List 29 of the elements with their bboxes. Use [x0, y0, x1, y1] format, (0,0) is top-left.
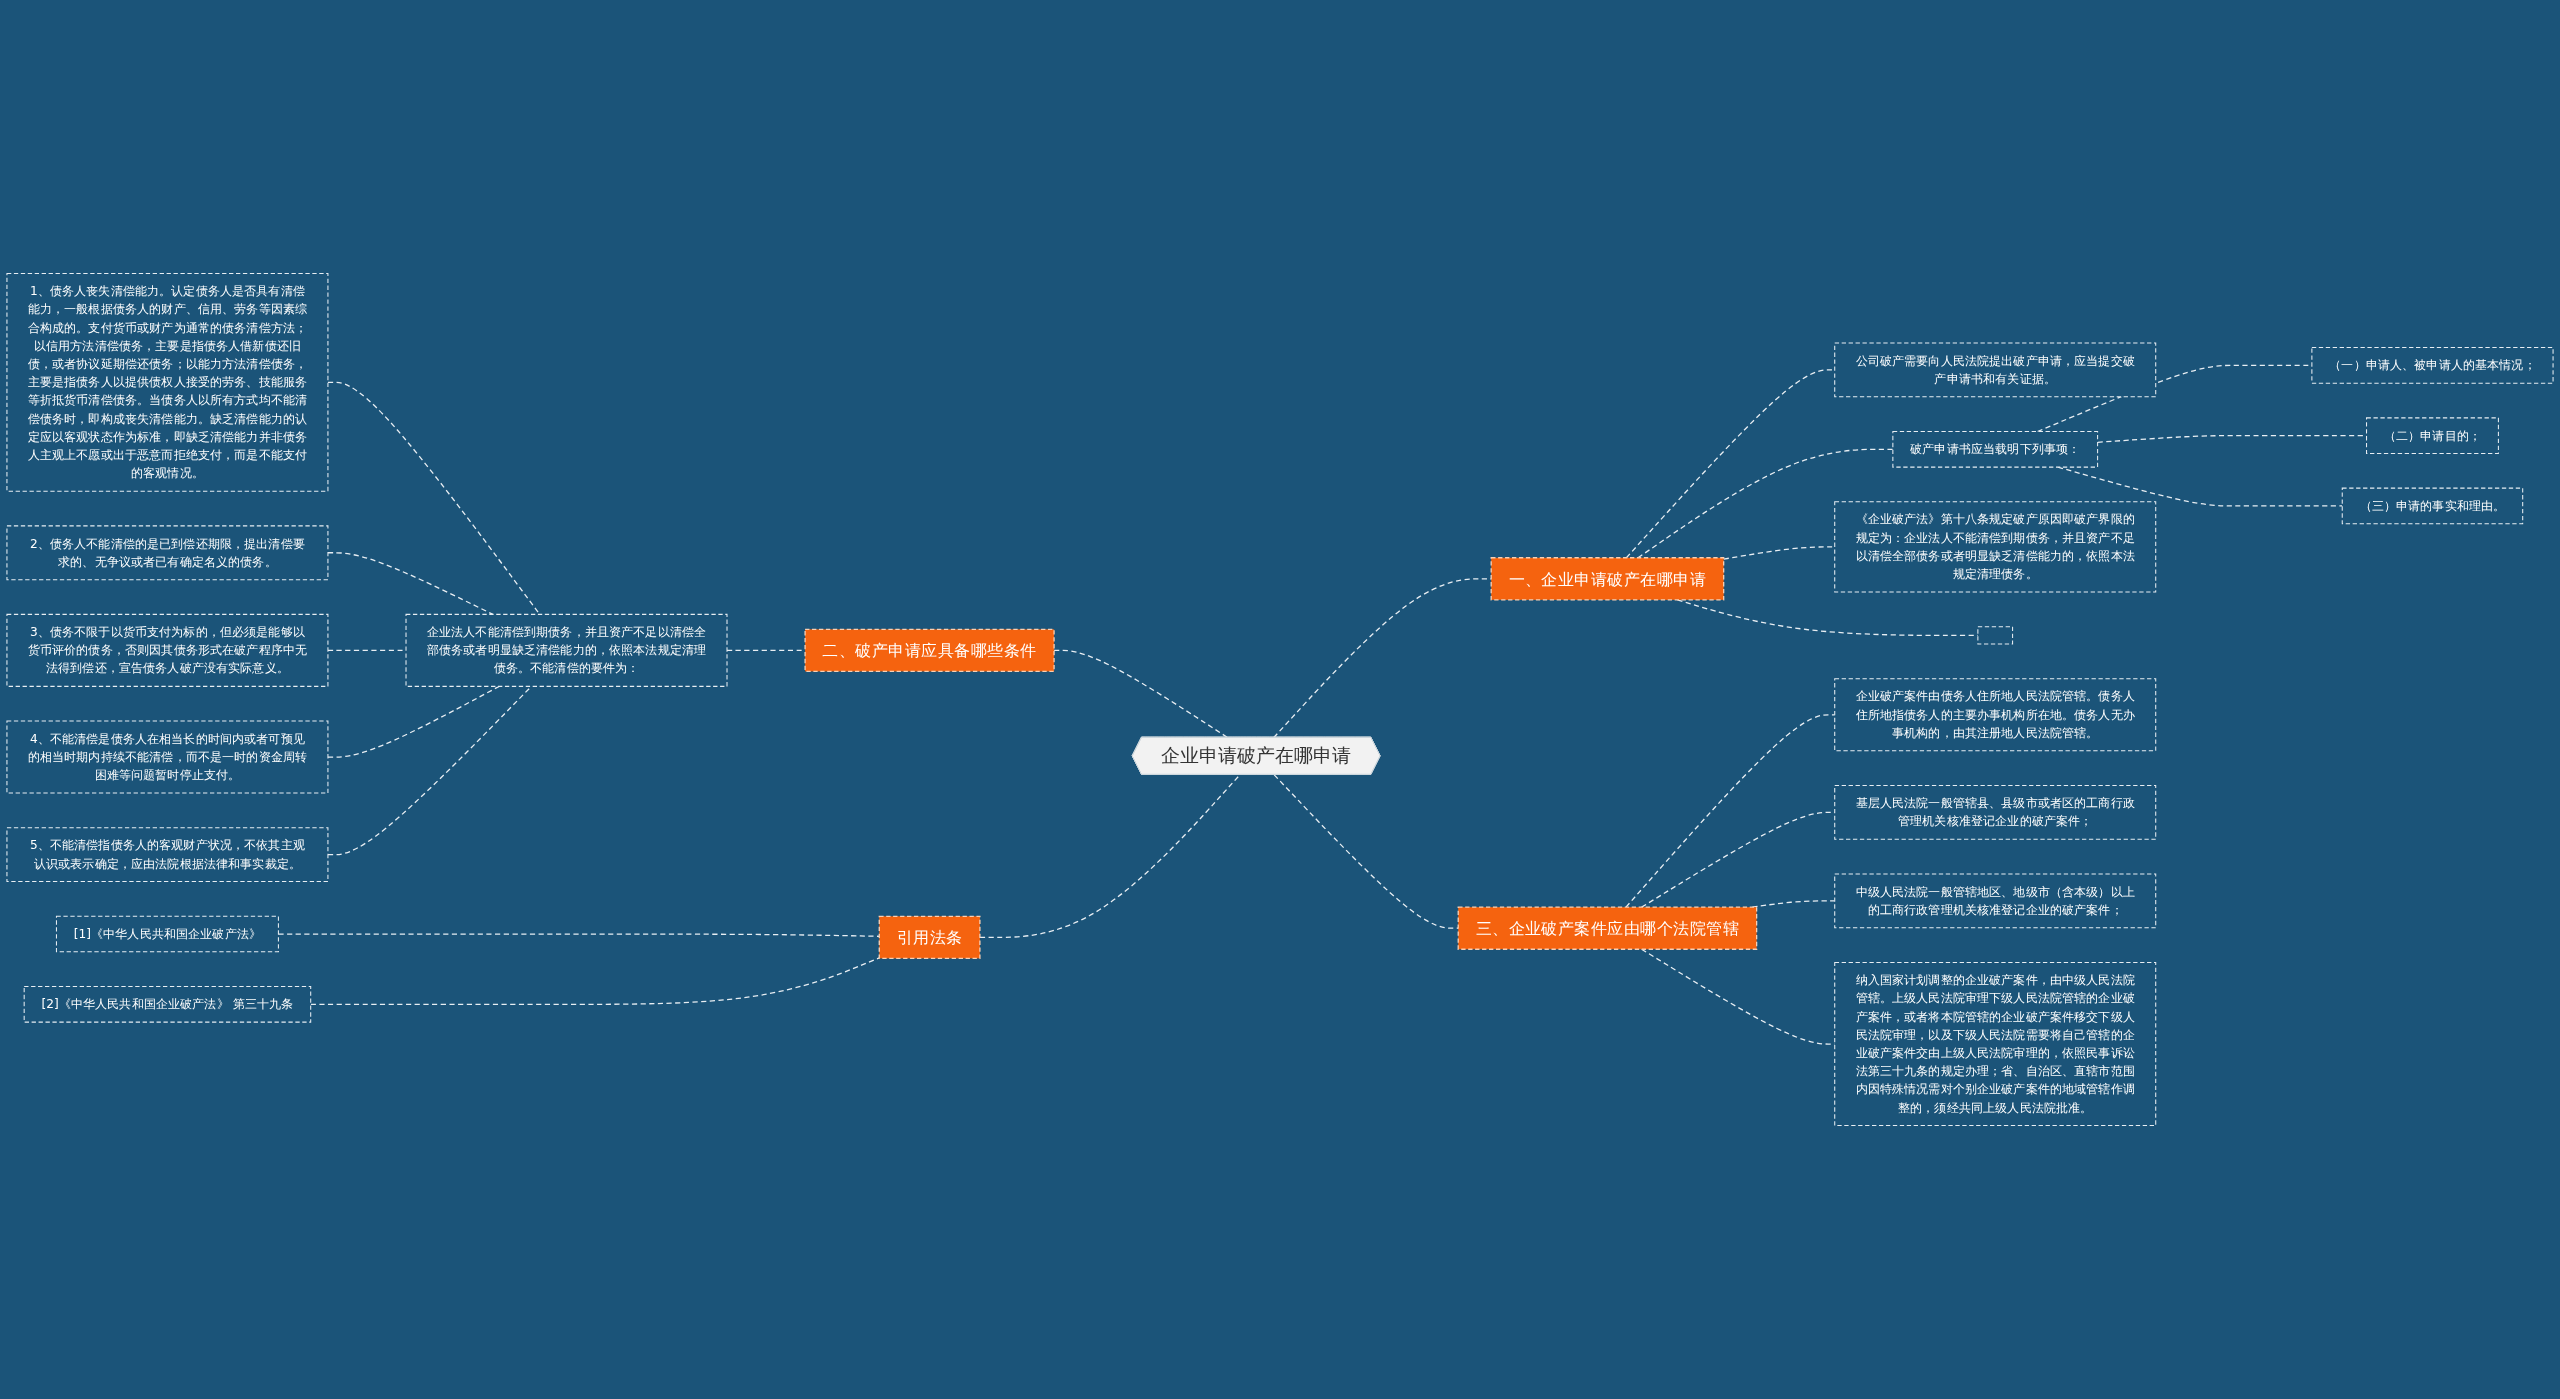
node-box: 三、企业破产案件应由哪个法院管辖 [1457, 906, 1758, 950]
node-box: 3、债务不限于以货币支付为标的，但必须是能够以货币评价的债务，否则因其债务形式在破产程序中无法得到偿还，宣告债务人破产没有实际意义。 [6, 613, 329, 687]
connector [327, 552, 494, 615]
connector [327, 685, 500, 758]
node-box: 1、债务人丧失清偿能力。认定债务人是否具有清偿能力，一般根据债务人的财产、信用、劳务等因素综合构成的。支付货币或财产为通常的债务清偿方法；以信用方法清偿债务，主要是指债务人借新债还旧债，或者协议延期偿还债务；以能力方法清偿债务，主要是指债务人以提供债权人接受的劳务、技能服务等折抵货币清偿债务。当债务人以所有方式均不能清偿债务时，即构成丧失清偿能力。缺乏清偿能力的认定应以客观状态作为标准，即缺乏清偿能力并非债务人主观上不愿或出于恶意而拒绝支付，而是不能支付的客观情况。 [6, 272, 329, 492]
node-box: （二）申请目的； [2366, 417, 2499, 454]
connector [979, 774, 1241, 938]
node-box: 《企业破产法》第十八条规定破产原因即破产界限的规定为：企业法人不能清偿到期债务，并且资产不足以清偿全部债务或者明显缺乏清偿能力的，依照本法规定清理债务。 [1834, 501, 2157, 593]
connector [327, 381, 541, 615]
node-box: 中级人民法院一般管辖地区、地级市（含本级）以上的工商行政管理机关核准登记企业的破产案件； [1834, 873, 2157, 929]
node-box: [2]《中华人民共和国企业破产法》 第三十九条 [23, 986, 312, 1023]
node-box: 破产申请书应当载明下列事项： [1892, 431, 2099, 468]
node-box: （一）申请人、被申请人的基本情况； [2311, 347, 2554, 384]
node-box: 企业破产案件由债务人住所地人民法院管辖。债务人住所地指债务人的主要办事机构所在地。债务人无办事机构的，由其注册地人民法院管辖。 [1834, 678, 2157, 752]
node-box: 4、不能清偿是债务人在相当长的时间内或者可预见的相当时期内持续不能清偿，而不是一时的资金周转困难等问题暂时停止支付。 [6, 720, 329, 794]
node-box: 引用法条 [878, 915, 981, 959]
node-box: 一、企业申请破产在哪申请 [1490, 557, 1725, 601]
node-box: 5、不能清偿指债务人的客观财产状况，不依其主观认识或表示确定，应由法院根据法律和事实裁定。 [6, 827, 329, 883]
node-box [1977, 626, 2014, 645]
node-box: 基层人民法院一般管辖县、县级市或者区的工商行政管理机关核准登记企业的破产案件； [1834, 785, 2157, 840]
node-box: [1]《中华人民共和国企业破产法》 [55, 915, 279, 953]
node-box: 二、破产申请应具备哪些条件 [804, 628, 1055, 673]
connector [327, 685, 532, 856]
node-box: 2、债务人不能清偿的是已到偿还期限，提出清偿要求的、无争议或者已有确定名义的债务。 [6, 525, 329, 581]
node-box: 公司破产需要向人民法院提出破产申请，应当提交破产申请书和有关证据。 [1834, 342, 2157, 398]
node-box: （三）申请的事实和理由。 [2341, 487, 2524, 525]
connector [310, 957, 880, 1005]
node-box: 纳入国家计划调整的企业破产案件，由中级人民法院管辖。上级人民法院审理下级人民法院管辖的企业破产案件，或者将本院管辖的企业破产案件移交下级人民法院审理，以及下级人民法院需要将自己管辖的企业破产案件交由上级人民法院审理的，依照民事诉讼法第三十九条的规定办理；省、自治区、直辖市范围内因特殊情况需对个别企业破产案件的地域管辖作调整的，须经共同上级人民法院批准。 [1834, 961, 2157, 1127]
node-box: 企业法人不能清偿到期债务，并且资产不足以清偿全部债务或者明显缺乏清偿能力的，依照本法规定清理债务。不能清偿的要件为： [405, 613, 728, 687]
